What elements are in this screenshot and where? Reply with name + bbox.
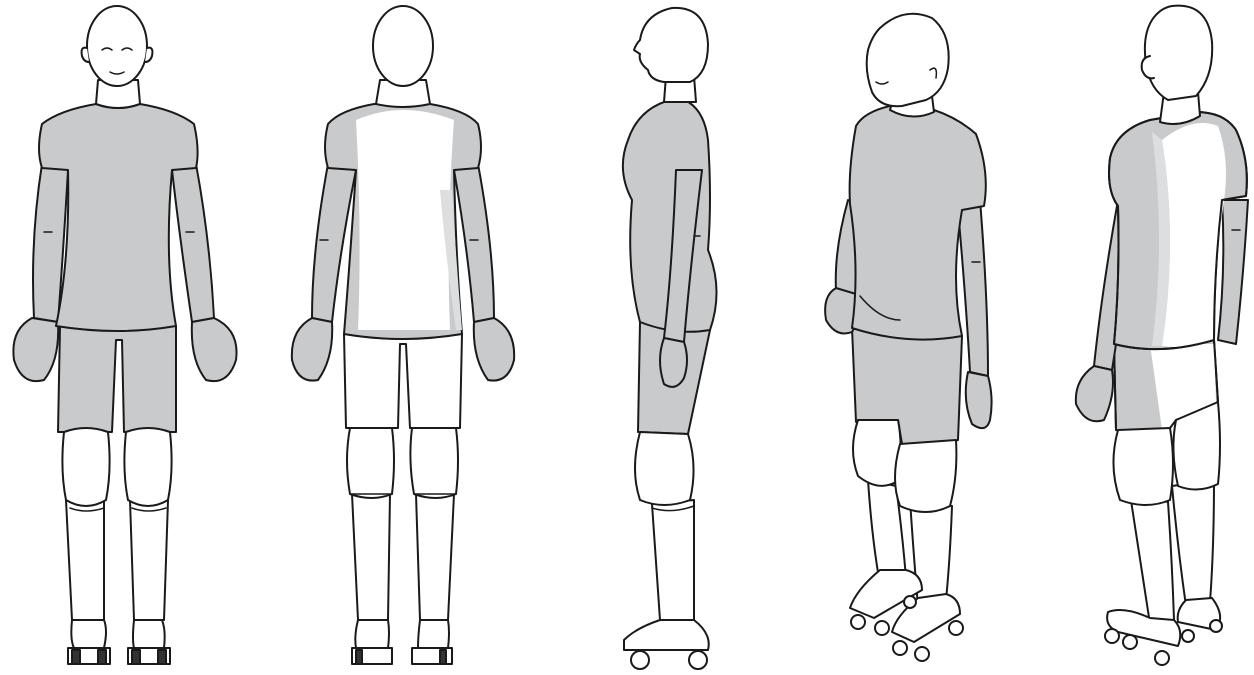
figure-back: [292, 6, 514, 664]
figure-three-quarter-front: [825, 14, 991, 661]
figure-front: [13, 6, 236, 664]
figure-three-quarter-back: [1076, 6, 1248, 665]
figure-side: [623, 8, 717, 669]
